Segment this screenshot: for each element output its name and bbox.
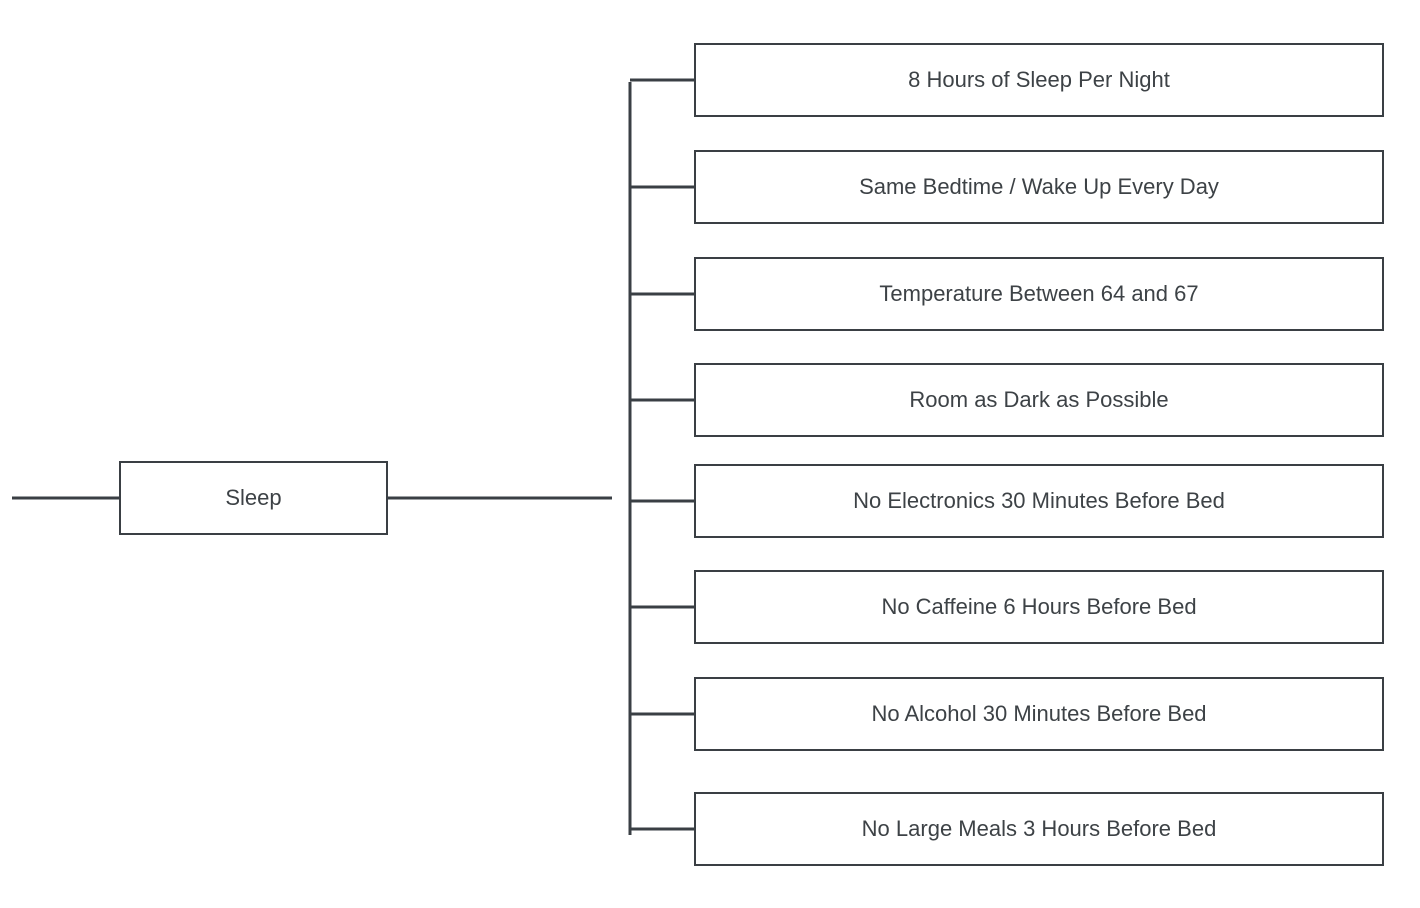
leaf-node-label: No Electronics 30 Minutes Before Bed xyxy=(853,487,1225,513)
leaf-node-label: No Large Meals 3 Hours Before Bed xyxy=(861,815,1217,841)
leaf-node-label: Room as Dark as Possible xyxy=(909,386,1169,412)
root-node-label: Sleep xyxy=(225,484,282,510)
leaf-node-8[interactable]: No Large Meals 3 Hours Before Bed xyxy=(694,792,1384,866)
leaf-node-5[interactable]: No Electronics 30 Minutes Before Bed xyxy=(694,464,1384,538)
leaf-node-label: Same Bedtime / Wake Up Every Day xyxy=(859,173,1219,199)
leaf-node-4[interactable]: Room as Dark as Possible xyxy=(694,363,1384,437)
leaf-node-label: No Alcohol 30 Minutes Before Bed xyxy=(871,700,1207,726)
leaf-node-2[interactable]: Same Bedtime / Wake Up Every Day xyxy=(694,150,1384,224)
leaf-node-label: 8 Hours of Sleep Per Night xyxy=(908,66,1170,92)
leaf-node-1[interactable]: 8 Hours of Sleep Per Night xyxy=(694,43,1384,117)
root-node-sleep[interactable]: Sleep xyxy=(119,461,388,535)
leaf-node-label: Temperature Between 64 and 67 xyxy=(879,280,1199,306)
leaf-node-3[interactable]: Temperature Between 64 and 67 xyxy=(694,257,1384,331)
leaf-node-7[interactable]: No Alcohol 30 Minutes Before Bed xyxy=(694,677,1384,751)
leaf-node-label: No Caffeine 6 Hours Before Bed xyxy=(881,593,1197,619)
leaf-node-6[interactable]: No Caffeine 6 Hours Before Bed xyxy=(694,570,1384,644)
